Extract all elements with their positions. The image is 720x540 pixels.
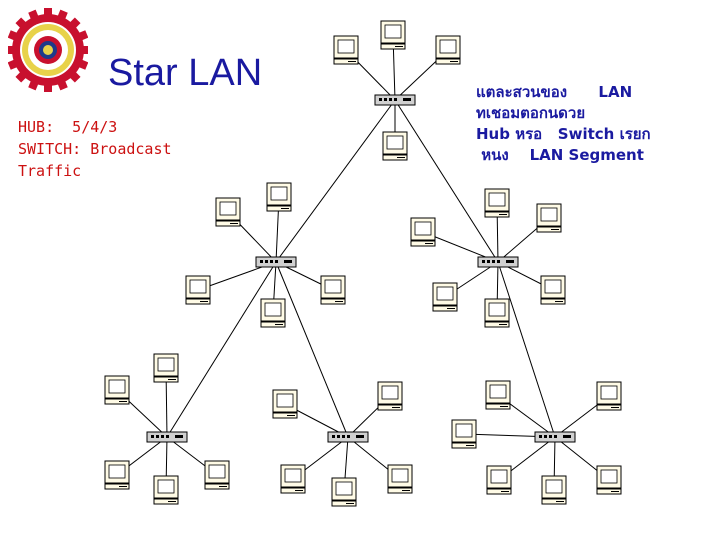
- network-hub-icon: [327, 431, 369, 443]
- network-hub-icon: [255, 256, 297, 268]
- desktop-computer-icon: [272, 389, 298, 419]
- left-note-traffic: Traffic: [18, 162, 82, 180]
- network-hub-icon: [477, 256, 519, 268]
- desktop-computer-icon: [380, 20, 406, 50]
- desktop-computer-icon: [185, 275, 211, 305]
- desktop-computer-icon: [104, 375, 130, 405]
- network-cable: [275, 99, 396, 263]
- desktop-computer-icon: [153, 475, 179, 505]
- desktop-computer-icon: [382, 131, 408, 161]
- right-note-line-1: แตละสวนของ LAN: [476, 83, 633, 101]
- slide-title: Star LAN: [108, 52, 263, 94]
- desktop-computer-icon: [266, 182, 292, 212]
- desktop-computer-icon: [596, 465, 622, 495]
- desktop-computer-icon: [331, 477, 357, 507]
- desktop-computer-icon: [484, 188, 510, 218]
- desktop-computer-icon: [596, 381, 622, 411]
- desktop-computer-icon: [435, 35, 461, 65]
- desktop-computer-icon: [280, 464, 306, 494]
- right-note-line-3: Hub หรอ Switch เรยก: [476, 125, 651, 143]
- desktop-computer-icon: [485, 380, 511, 410]
- desktop-computer-icon: [451, 419, 477, 449]
- desktop-computer-icon: [320, 275, 346, 305]
- right-note-line-2: ทเชอมตอกนดวย: [476, 104, 586, 122]
- network-cable: [275, 261, 349, 438]
- desktop-computer-icon: [333, 35, 359, 65]
- network-hub-icon: [374, 94, 416, 106]
- network-hub-icon: [534, 431, 576, 443]
- left-notes: HUB: 5/4/3 SWITCH: Broadcast Traffic: [18, 116, 172, 182]
- university-logo-icon: [8, 8, 88, 92]
- network-hub-icon: [146, 431, 188, 443]
- desktop-computer-icon: [540, 275, 566, 305]
- desktop-computer-icon: [377, 381, 403, 411]
- desktop-computer-icon: [104, 460, 130, 490]
- network-cable: [497, 261, 556, 438]
- desktop-computer-icon: [410, 217, 436, 247]
- left-note-hub: HUB: 5/4/3: [18, 118, 118, 136]
- left-note-switch: SWITCH: Broadcast: [18, 140, 172, 158]
- desktop-computer-icon: [432, 282, 458, 312]
- desktop-computer-icon: [260, 298, 286, 328]
- desktop-computer-icon: [204, 460, 230, 490]
- desktop-computer-icon: [536, 203, 562, 233]
- right-note-line-4: หนง LAN Segment: [476, 146, 644, 164]
- desktop-computer-icon: [484, 298, 510, 328]
- desktop-computer-icon: [387, 464, 413, 494]
- desktop-computer-icon: [486, 465, 512, 495]
- desktop-computer-icon: [541, 475, 567, 505]
- right-notes: แตละสวนของ LAN ทเชอมตอกนดวย Hub หรอ Swit…: [476, 82, 651, 166]
- network-cable: [166, 261, 277, 438]
- network-cable: [394, 99, 499, 263]
- desktop-computer-icon: [215, 197, 241, 227]
- desktop-computer-icon: [153, 353, 179, 383]
